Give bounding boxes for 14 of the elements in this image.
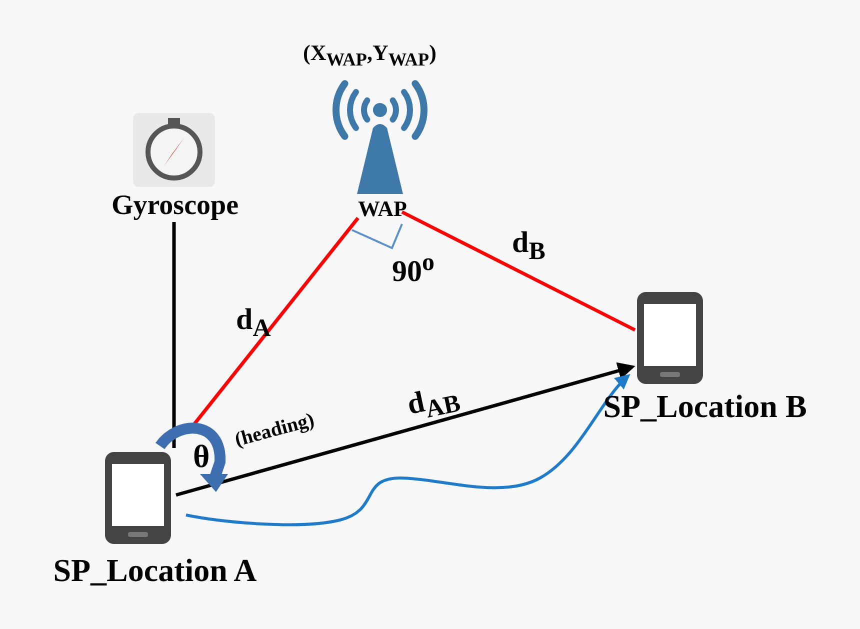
connector-line [172, 222, 176, 448]
arrow [176, 362, 636, 497]
connector-line [401, 210, 636, 332]
coordinate-label: (X$_{WAP}$,Y$_{WAP}$) [303, 42, 436, 69]
node-label: SP_Location B [602, 390, 808, 422]
angle-symbol: θ [193, 440, 210, 472]
arrow [186, 374, 630, 526]
edge-label: d$_{B}$ [512, 228, 546, 264]
edge-label: d$_{A}$ [236, 305, 271, 341]
node-label: SP_Location A [52, 554, 258, 586]
angle-label: 90$^{o}$ [392, 250, 434, 287]
node-label: WAP [357, 198, 408, 220]
edge-label: d$_{AB}$ [404, 384, 463, 426]
node-label: Gyroscope [110, 192, 240, 220]
